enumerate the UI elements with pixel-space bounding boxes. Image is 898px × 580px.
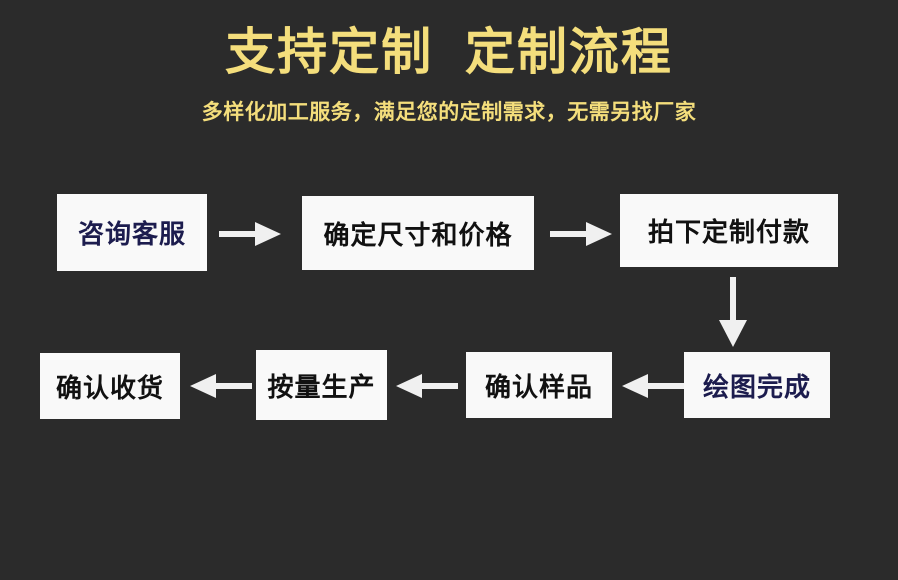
- flow-step-production: 按量生产: [256, 350, 387, 420]
- flow-step-label: 确认样品: [484, 371, 593, 402]
- arrow-left-icon: [622, 370, 684, 402]
- flow-step-label: 按量生产: [267, 371, 376, 402]
- flow-step-label: 确认收货: [55, 372, 164, 403]
- flow-step-label: 拍下定制付款: [647, 217, 810, 247]
- page-subtitle: 多样化加工服务，满足您的定制需求，无需另找厂家: [201, 100, 697, 124]
- flow-step-label: 绘图完成: [702, 371, 811, 402]
- flow-step-label: 确定尺寸和价格: [323, 219, 513, 250]
- flow-step-receipt: 确认收货: [40, 353, 180, 419]
- arrow-left-icon: [396, 370, 458, 402]
- arrow-right-icon: [219, 218, 281, 250]
- flow-step-payment: 拍下定制付款: [620, 194, 838, 267]
- flow-step-consult: 咨询客服: [57, 194, 207, 271]
- flow-step-sample: 确认样品: [466, 352, 612, 418]
- arrow-right-icon: [550, 218, 612, 250]
- heading-block: 支持定制 定制流程 多样化加工服务，满足您的定制需求，无需另找厂家: [0, 24, 898, 125]
- arrow-left-icon: [190, 370, 252, 402]
- flow-step-label: 咨询客服: [77, 219, 186, 249]
- page-title: 支持定制 定制流程: [225, 24, 673, 80]
- arrow-down-icon: [716, 277, 750, 347]
- flow-step-size-price: 确定尺寸和价格: [302, 196, 534, 270]
- flow-step-drawing: 绘图完成: [684, 352, 830, 418]
